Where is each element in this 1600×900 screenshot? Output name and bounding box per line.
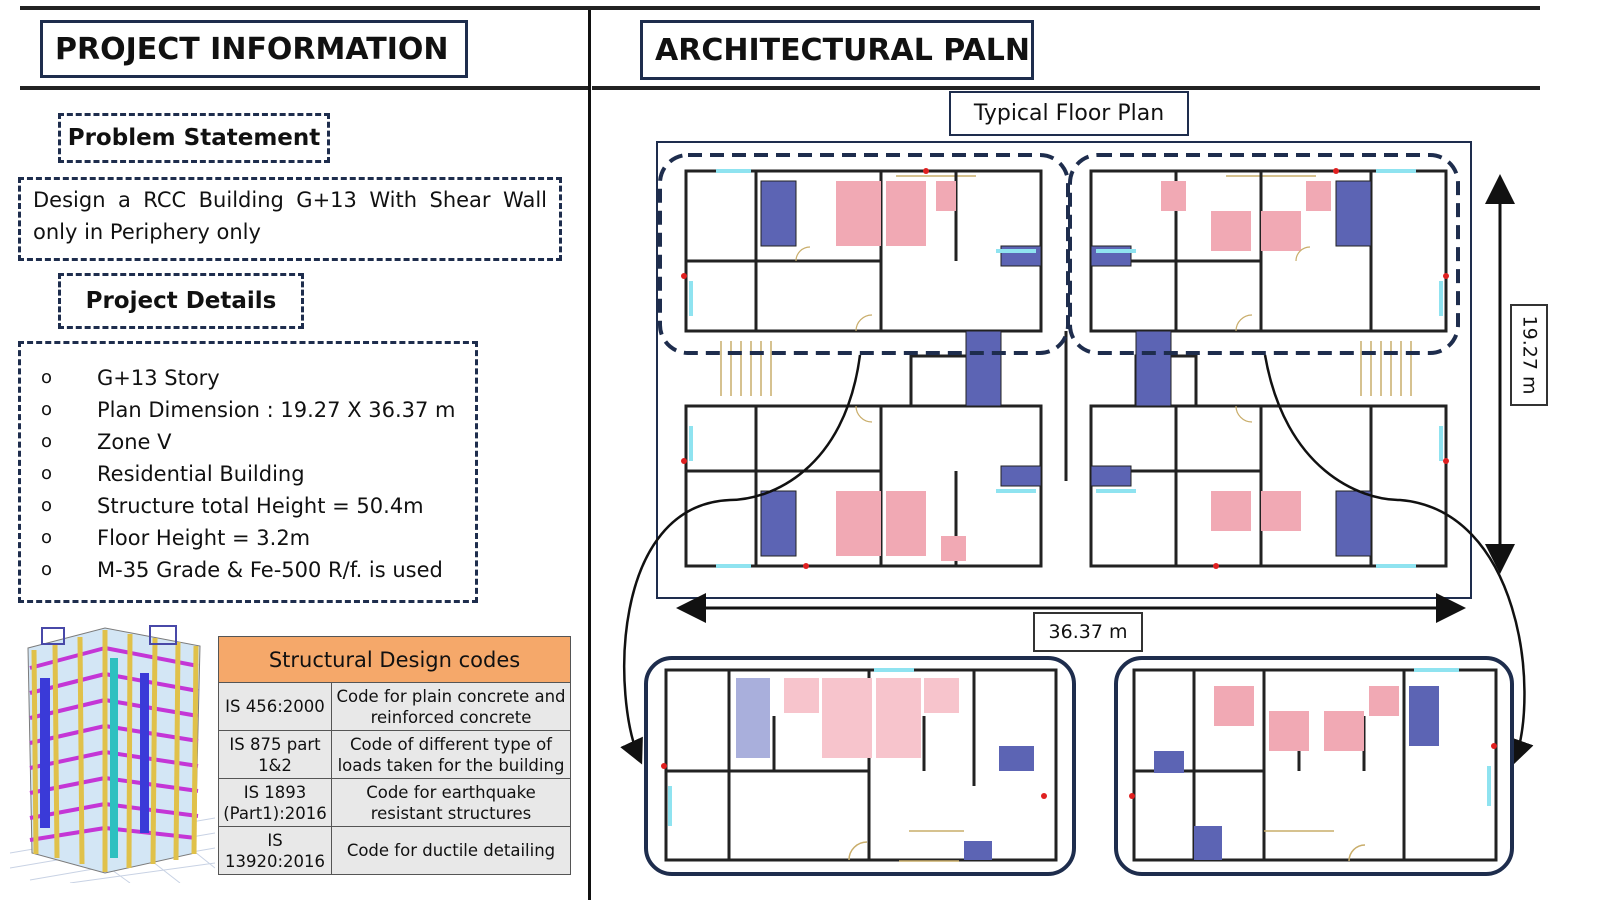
zoomed-plan-detail-left — [644, 656, 1076, 876]
table-row: IS 13920:2016 Code for ductile detailing — [218, 826, 571, 875]
project-details-heading: Project Details — [58, 273, 304, 329]
typical-floor-plan-label: Typical Floor Plan — [949, 91, 1189, 136]
column-divider — [588, 10, 591, 900]
building-3d-model-image — [10, 625, 215, 883]
structural-design-codes-table: Structural Design codes IS 456:2000 Code… — [218, 636, 571, 875]
table-row: IS 1893 (Part1):2016 Code for earthquake… — [218, 778, 571, 827]
left-header-rule — [20, 86, 588, 90]
table-row: IS 456:2000 Code for plain concrete and … — [218, 682, 571, 731]
dimension-vertical-label: 19.27 m — [1510, 304, 1548, 406]
zoomed-plan-detail-right — [1114, 656, 1514, 876]
problem-statement-text: Design a RCC Building G+13 With Shear Wa… — [18, 177, 562, 261]
table-header: Structural Design codes — [218, 636, 571, 683]
top-rule — [20, 6, 1540, 10]
right-header-rule — [592, 86, 1540, 90]
problem-statement-heading: Problem Statement — [58, 113, 330, 163]
table-row: IS 875 part 1&2 Code of different type o… — [218, 730, 571, 779]
dimension-horizontal-label: 36.37 m — [1033, 612, 1143, 652]
architectural-plan-title: ARCHITECTURAL PALN — [640, 20, 1034, 80]
typical-floor-plan-drawing — [656, 141, 1472, 599]
project-information-title: PROJECT INFORMATION — [40, 20, 468, 78]
